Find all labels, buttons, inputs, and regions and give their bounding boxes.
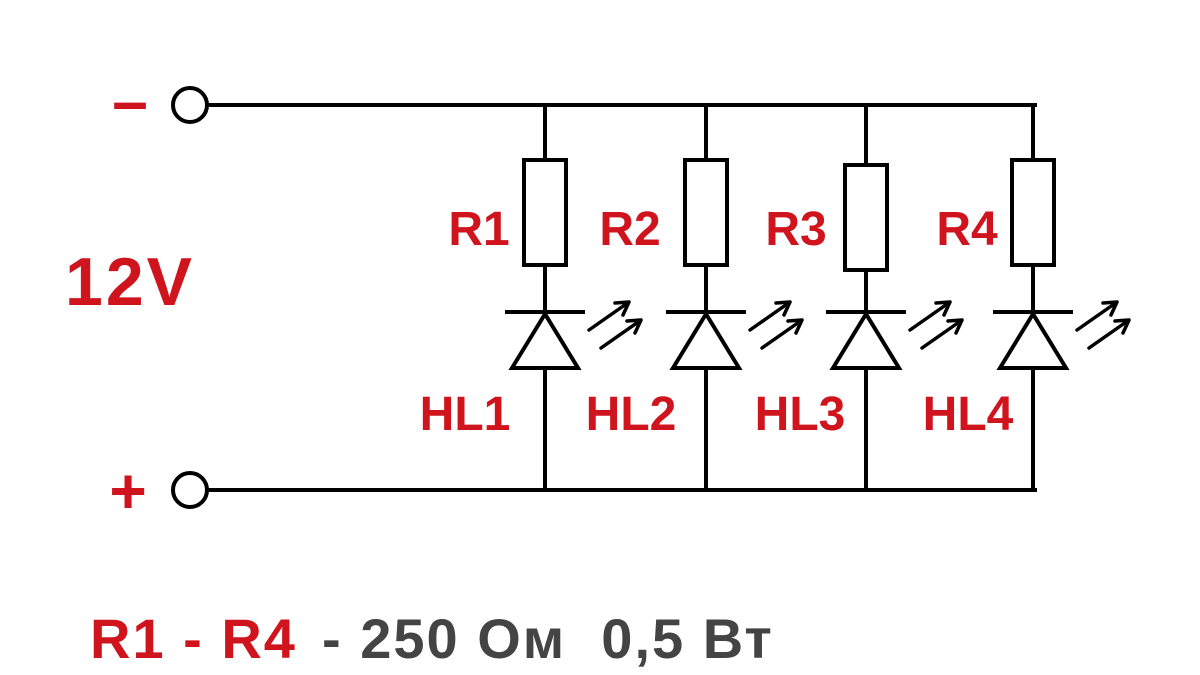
resistor-label: R1 xyxy=(448,203,509,256)
note-range: R1 - R4 xyxy=(90,607,297,670)
led-label: HL2 xyxy=(586,388,677,441)
emission-arrow-2 xyxy=(760,318,804,350)
led-label: HL1 xyxy=(420,388,511,441)
emission-arrow-1 xyxy=(748,300,792,332)
led-triangle xyxy=(508,310,582,370)
branch-2: R2 HL2 xyxy=(586,103,804,492)
resistor-label: R4 xyxy=(936,203,998,256)
branch-4: R4 HL4 xyxy=(923,103,1131,492)
resistor-body xyxy=(1010,158,1056,267)
branch-1: R1 HL1 xyxy=(420,103,643,492)
note-spec: - 250 Ом 0,5 Вт xyxy=(322,607,774,670)
emission-arrow-1 xyxy=(1075,300,1119,332)
led-triangle xyxy=(829,310,903,370)
emission-arrow-2 xyxy=(1087,318,1131,350)
led-label: HL3 xyxy=(755,388,846,441)
negative-sign: – xyxy=(112,65,148,137)
led-triangle xyxy=(996,310,1070,370)
negative-terminal xyxy=(171,86,209,124)
resistor-body xyxy=(843,163,889,272)
branch-3: R3 HL3 xyxy=(755,103,964,492)
component-note: R1 - R4 - 250 Ом 0,5 Вт xyxy=(90,607,774,670)
resistor-body xyxy=(683,158,729,267)
supply-voltage-label: 12V xyxy=(65,244,195,320)
led-triangle xyxy=(669,310,743,370)
emission-arrow-2 xyxy=(920,318,964,350)
resistor-body xyxy=(522,158,568,267)
emission-arrow-1 xyxy=(908,300,952,332)
resistor-label: R2 xyxy=(599,203,660,256)
resistor-label: R3 xyxy=(765,203,826,256)
emission-arrow-2 xyxy=(599,318,643,350)
positive-terminal xyxy=(171,471,209,509)
led-label: HL4 xyxy=(923,388,1014,441)
positive-sign: + xyxy=(109,455,146,527)
emission-arrow-1 xyxy=(587,300,631,332)
